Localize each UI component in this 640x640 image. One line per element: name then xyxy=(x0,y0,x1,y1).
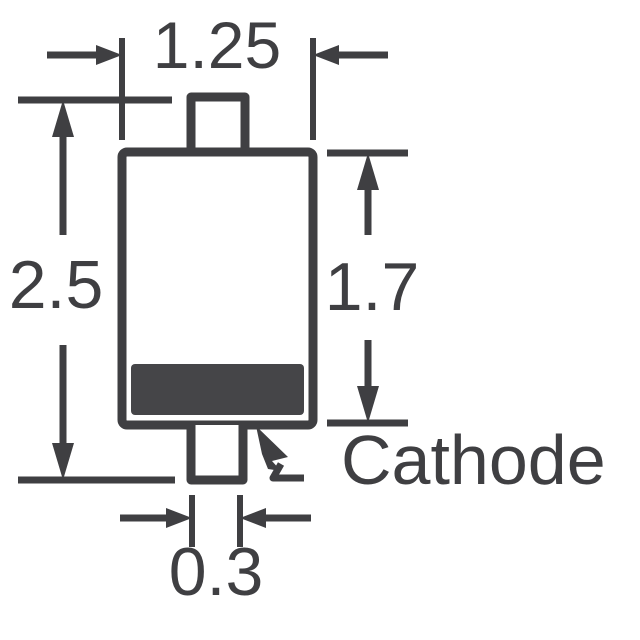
arrowhead-down xyxy=(52,443,74,480)
dimension-lead-width: 0.3 xyxy=(120,495,311,610)
dimension-width-top: 1.25 xyxy=(47,8,388,140)
dimension-value-0-3: 0.3 xyxy=(169,534,264,610)
callout-arrowhead-icon xyxy=(256,426,288,471)
cathode-callout: Cathode xyxy=(256,421,606,499)
dimension-value-1-25: 1.25 xyxy=(153,8,281,82)
dimension-value-2-5: 2.5 xyxy=(9,247,104,323)
arrowhead-up xyxy=(52,100,74,137)
cathode-band xyxy=(131,364,304,415)
dimension-height-body: 1.7 xyxy=(325,149,420,427)
top-lead xyxy=(186,92,250,152)
arrowhead-left xyxy=(166,508,192,528)
cathode-label: Cathode xyxy=(341,421,606,499)
arrowhead-down xyxy=(357,386,379,423)
dimension-value-1-7: 1.7 xyxy=(325,249,420,325)
bottom-lead xyxy=(186,425,248,485)
component-geometry xyxy=(117,92,318,485)
arrowhead-right xyxy=(313,45,339,65)
arrowhead-up xyxy=(357,153,379,190)
arrowhead-right xyxy=(240,508,266,528)
arrowhead-left xyxy=(96,45,122,65)
dimension-height-overall: 2.5 xyxy=(9,96,175,484)
